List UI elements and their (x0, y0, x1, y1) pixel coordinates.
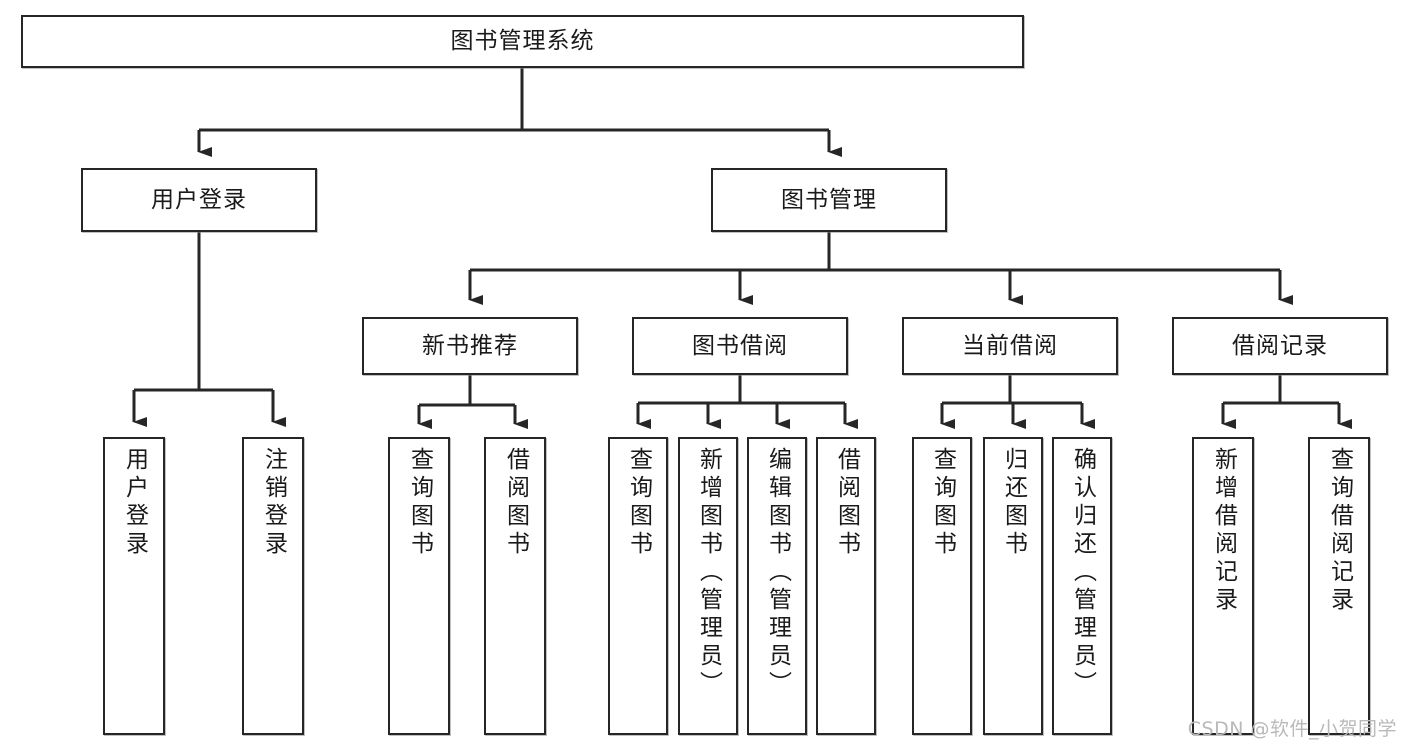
leaf-bb-borrow-book[interactable]: 借阅图书 (816, 437, 876, 735)
node-user-login-label: 用户登录 (151, 186, 247, 213)
node-book-manage-label: 图书管理 (781, 186, 877, 213)
node-current-borrow-label: 当前借阅 (962, 332, 1058, 359)
leaf-br-add-record[interactable]: 新增借阅记录 (1192, 437, 1254, 735)
leaf-bb-add-book[interactable]: 新增图书（管理员） (678, 437, 738, 735)
leaf-br-add-record-label: 新增借阅记录 (1210, 447, 1237, 615)
leaf-user-login[interactable]: 用户登录 (103, 437, 165, 735)
leaf-user-logout[interactable]: 注销登录 (242, 437, 304, 735)
leaf-rec-borrow-book-label: 借阅图书 (502, 447, 529, 559)
leaf-user-login-label: 用户登录 (121, 447, 148, 559)
leaf-cb-query-book-label: 查询图书 (929, 447, 956, 559)
node-user-login[interactable]: 用户登录 (81, 168, 317, 232)
leaf-cb-query-book[interactable]: 查询图书 (912, 437, 972, 735)
leaf-bb-add-book-label: 新增图书（管理员） (695, 447, 722, 699)
leaf-br-query-record-label: 查询借阅记录 (1326, 447, 1353, 615)
leaf-rec-query-book[interactable]: 查询图书 (388, 437, 450, 735)
node-borrow-record-label: 借阅记录 (1232, 332, 1328, 359)
leaf-cb-return-book[interactable]: 归还图书 (983, 437, 1043, 735)
leaf-bb-edit-book-label: 编辑图书（管理员） (764, 447, 791, 699)
node-new-book-rec[interactable]: 新书推荐 (362, 317, 578, 375)
leaf-bb-query-book-label: 查询图书 (625, 447, 652, 559)
node-root-label: 图书管理系统 (450, 28, 595, 55)
leaf-user-logout-label: 注销登录 (260, 447, 287, 559)
node-book-manage[interactable]: 图书管理 (711, 168, 947, 232)
leaf-br-query-record[interactable]: 查询借阅记录 (1308, 437, 1370, 735)
node-current-borrow[interactable]: 当前借阅 (902, 317, 1118, 375)
leaf-cb-confirm-return-label: 确认归还（管理员） (1069, 447, 1096, 699)
node-book-borrow[interactable]: 图书借阅 (632, 317, 848, 375)
node-new-book-rec-label: 新书推荐 (422, 332, 518, 359)
csdn-watermark: CSDN @软件_小贺同学 (1187, 718, 1397, 740)
node-borrow-record[interactable]: 借阅记录 (1172, 317, 1388, 375)
leaf-rec-query-book-label: 查询图书 (406, 447, 433, 559)
node-book-borrow-label: 图书借阅 (692, 332, 788, 359)
leaf-rec-borrow-book[interactable]: 借阅图书 (484, 437, 546, 735)
node-root[interactable]: 图书管理系统 (21, 15, 1024, 68)
leaf-bb-borrow-book-label: 借阅图书 (833, 447, 860, 559)
leaf-cb-return-book-label: 归还图书 (1000, 447, 1027, 559)
leaf-cb-confirm-return[interactable]: 确认归还（管理员） (1052, 437, 1112, 735)
leaf-bb-query-book[interactable]: 查询图书 (608, 437, 668, 735)
leaf-bb-edit-book[interactable]: 编辑图书（管理员） (747, 437, 807, 735)
